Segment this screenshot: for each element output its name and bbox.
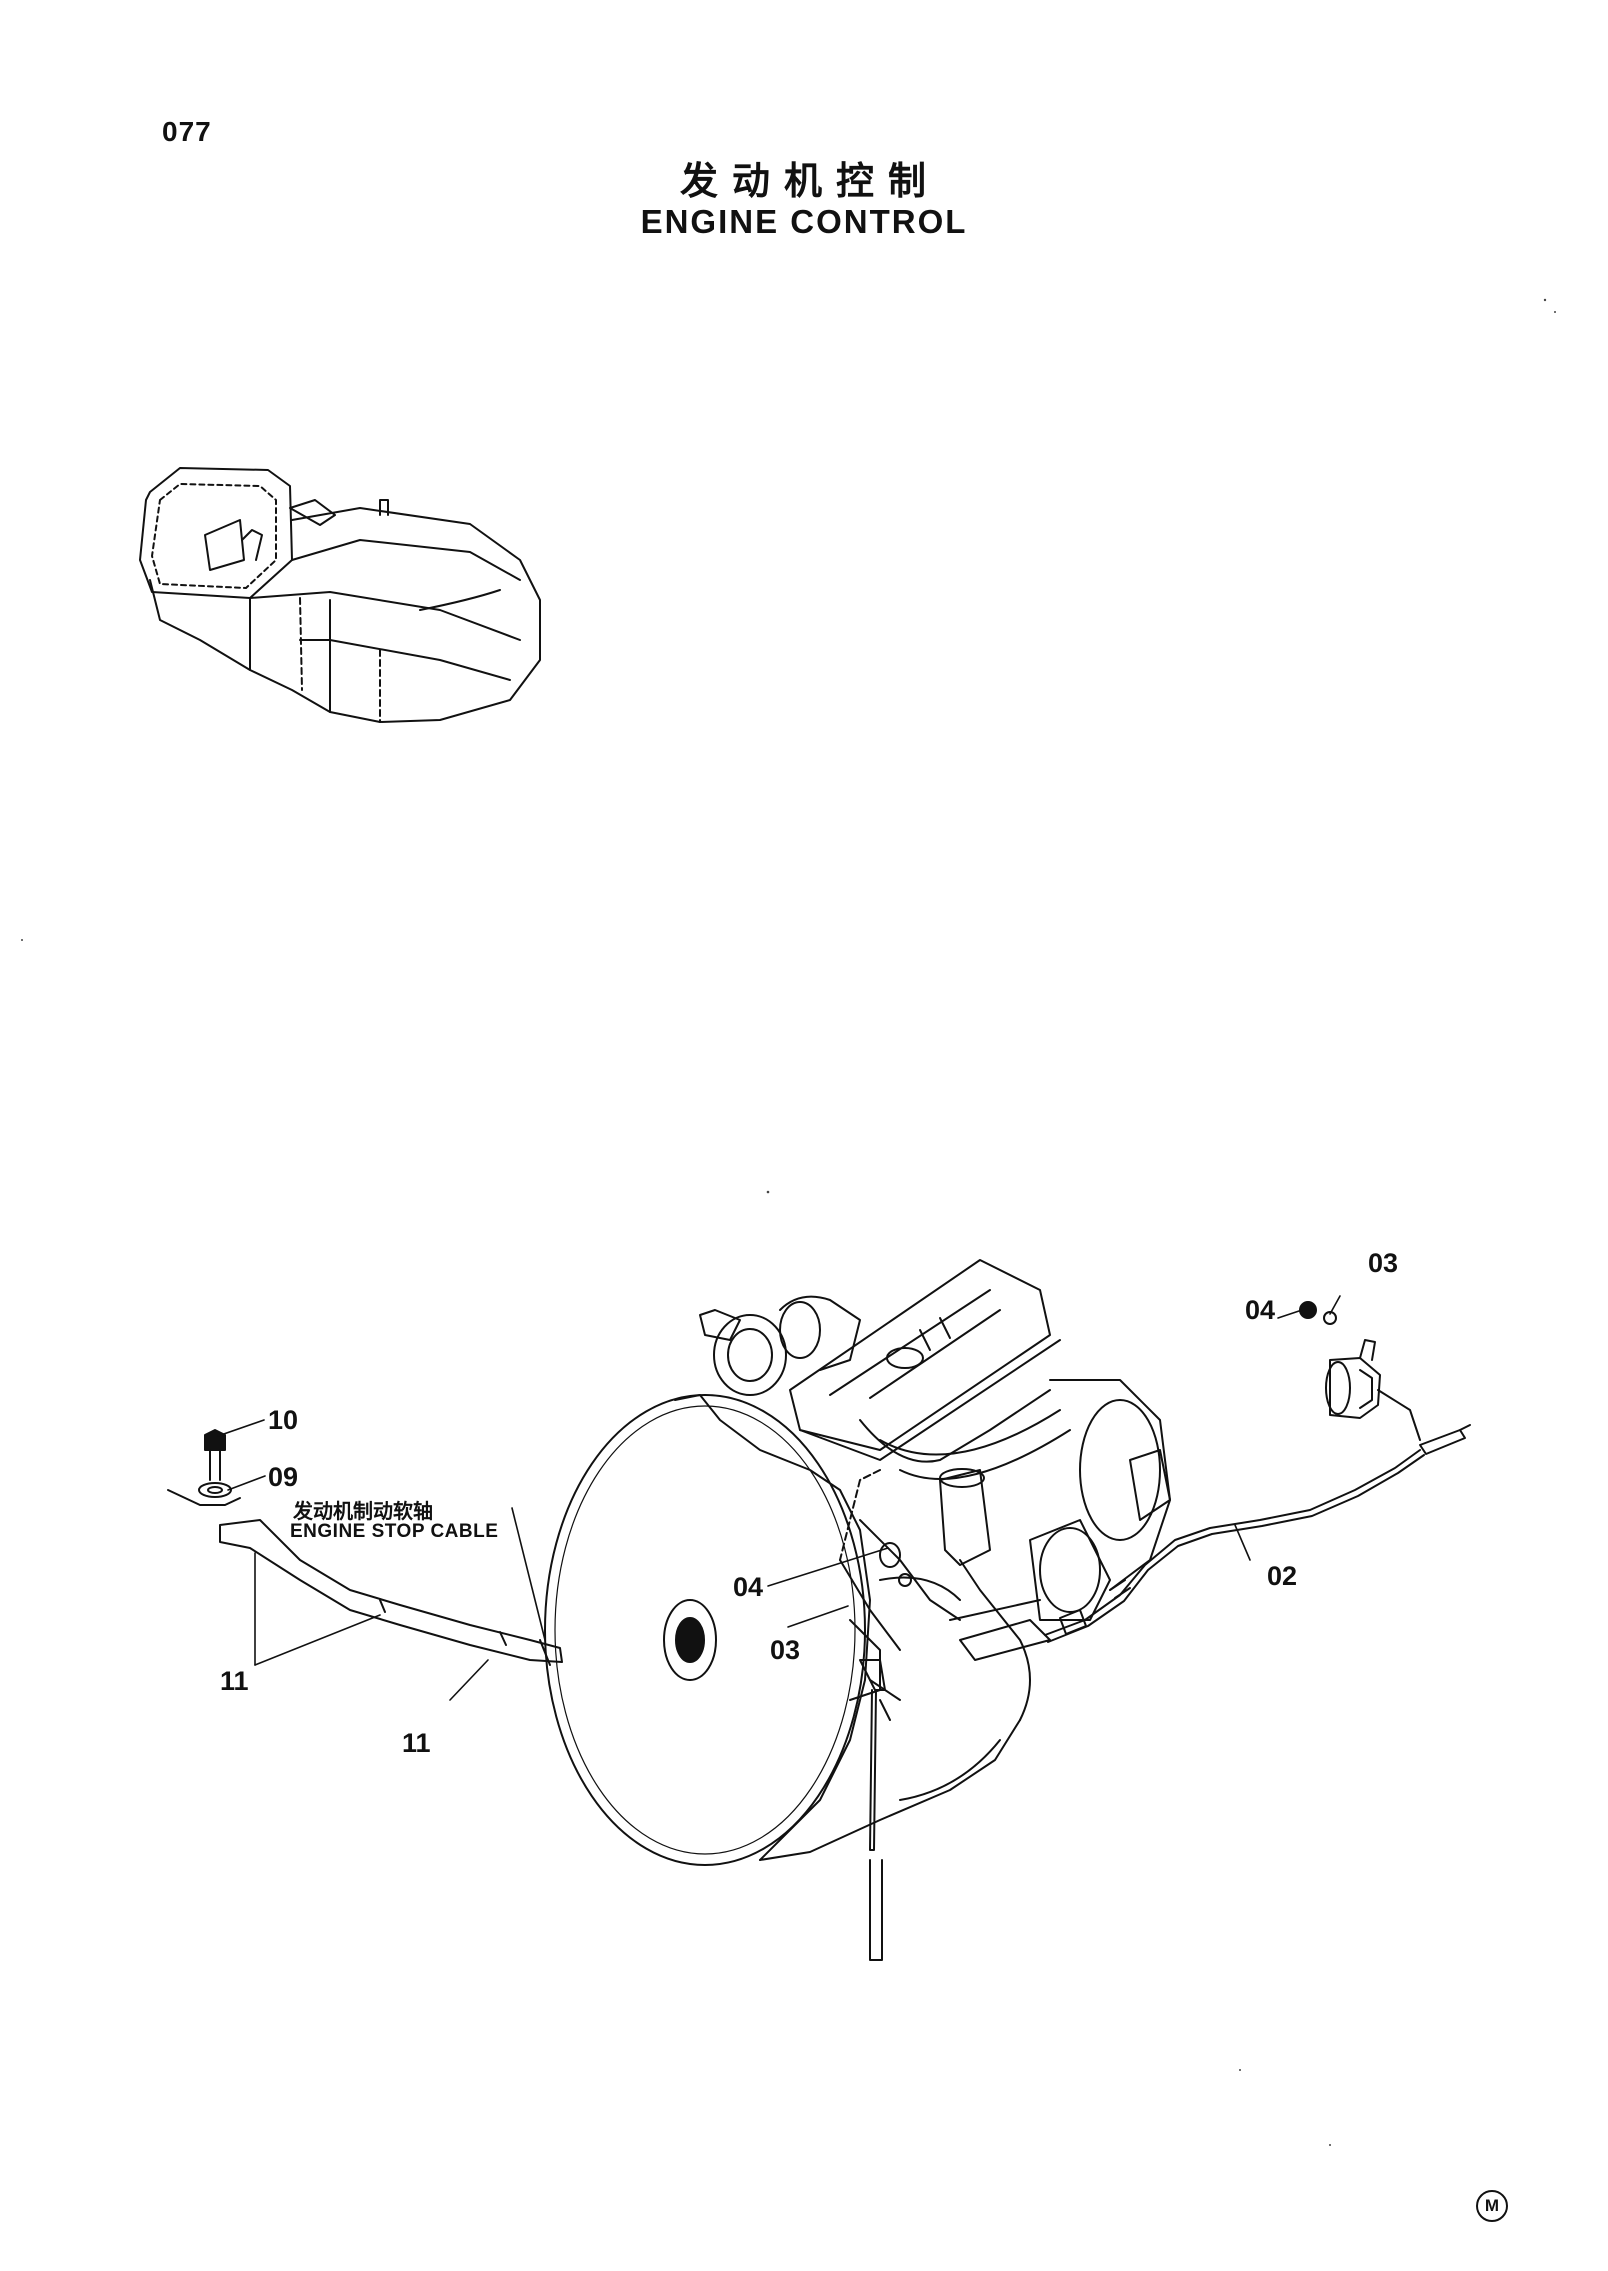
excavator-overview-illustration xyxy=(139,467,541,723)
control-lever-illustration xyxy=(1299,1301,1421,1441)
scan-specks xyxy=(21,298,1556,2146)
callout-04-engine: 04 xyxy=(733,1572,764,1602)
page-title-english: ENGINE CONTROL xyxy=(640,203,968,240)
manufacturer-mark: M xyxy=(1476,2190,1508,2222)
callout-11-left: 11 xyxy=(220,1666,249,1696)
engine-stop-cable-label-cn: 发动机制动软轴 xyxy=(293,1499,433,1523)
leader-lines xyxy=(217,1295,1341,1701)
callout-11-bottom: 11 xyxy=(402,1728,431,1758)
engine-stop-cable-illustration xyxy=(167,1429,563,1666)
page-title-chinese: 发动机控制 xyxy=(679,159,940,203)
callout-09: 09 xyxy=(268,1462,299,1492)
callout-03-lever: 03 xyxy=(1368,1248,1399,1278)
engine-assembly-illustration xyxy=(544,1259,1171,1961)
page-number: 077 xyxy=(162,116,212,147)
engine-control-cable-illustration xyxy=(1044,1424,1471,1643)
callout-04-lever: 04 xyxy=(1245,1295,1276,1325)
callout-02: 02 xyxy=(1267,1561,1298,1591)
callout-10: 10 xyxy=(268,1405,299,1435)
engine-stop-cable-label-en: ENGINE STOP CABLE xyxy=(290,1521,499,1542)
callout-03-engine: 03 xyxy=(770,1635,801,1665)
